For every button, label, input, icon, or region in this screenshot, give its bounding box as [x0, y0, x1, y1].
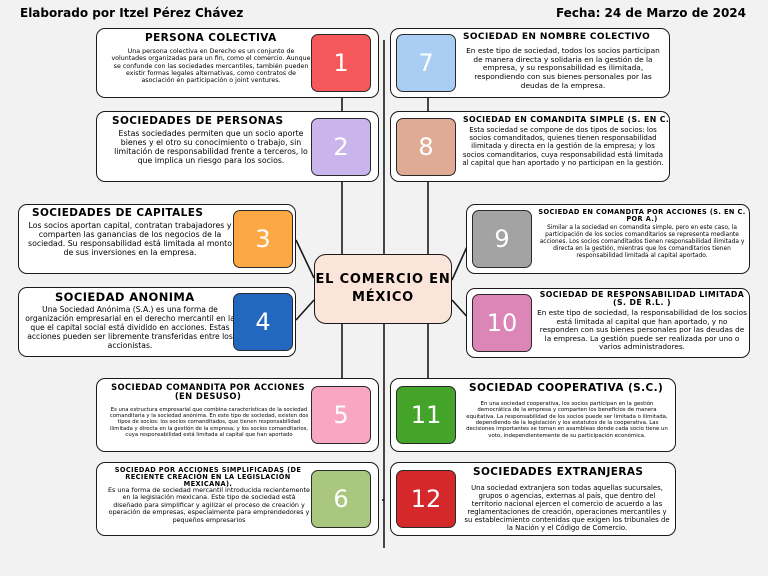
number-badge: 12 — [396, 470, 456, 528]
card-text: Una persona colectiva en Derecho es un c… — [111, 48, 311, 85]
author-label: Elaborado por Itzel Pérez Chávez — [20, 6, 244, 20]
card-text: En una sociedad cooperativa, los socios … — [466, 401, 668, 439]
number-badge: 10 — [472, 294, 532, 352]
number-badge: 4 — [233, 293, 293, 351]
card-title: PERSONA COLECTIVA — [145, 32, 277, 44]
card-text: Es una estructura empresarial que combin… — [109, 407, 309, 438]
card-text: Estas sociedades permiten que un socio a… — [114, 129, 308, 166]
card-title: SOCIEDAD EN NOMBRE COLECTIVO — [463, 32, 651, 42]
card-title: SOCIEDAD DE RESPONSABILIDAD LIMITADA (S.… — [539, 290, 745, 308]
card-text: En este tipo de sociedad, la responsabil… — [537, 308, 747, 352]
date-label: Fecha: 24 de Marzo de 2024 — [555, 6, 746, 20]
card-title: SOCIEDAD ANONIMA — [55, 290, 195, 304]
card-text: Es una forma de sociedad mercantil intro… — [108, 486, 310, 524]
card-sociedades-extranjeras: 12 SOCIEDADES EXTRANJERAS Una sociedad e… — [390, 462, 676, 536]
card-title: SOCIEDAD COMANDITA POR ACCIONES (EN DESU… — [111, 382, 305, 401]
card-sociedad-comandita-por-acciones-sc: 9 SOCIEDAD EN COMANDITA POR ACCIONES (S.… — [466, 204, 750, 274]
card-title: SOCIEDAD POR ACCIONES SIMPLIFICADAS (DE … — [114, 466, 302, 488]
number-badge: 2 — [311, 118, 371, 176]
center-topic: EL COMERCIO EN MÉXICO — [314, 254, 452, 324]
card-sociedad-acciones-simplificadas: SOCIEDAD POR ACCIONES SIMPLIFICADAS (DE … — [96, 462, 379, 536]
card-sociedad-responsabilidad-limitada: 10 SOCIEDAD DE RESPONSABILIDAD LIMITADA … — [466, 288, 750, 358]
card-sociedad-comandita-simple: 8 SOCIEDAD EN COMANDITA SIMPLE (S. EN C.… — [390, 111, 670, 182]
number-badge: 1 — [311, 34, 371, 92]
card-text: Una sociedad extranjera son todas aquell… — [464, 484, 670, 533]
number-badge: 8 — [396, 118, 456, 176]
number-badge: 7 — [396, 34, 456, 92]
card-sociedad-cooperativa: 11 SOCIEDAD COOPERATIVA (S.C.) En una so… — [390, 378, 676, 452]
center-title: EL COMERCIO EN MÉXICO — [315, 272, 451, 305]
card-title: SOCIEDAD EN COMANDITA SIMPLE (S. EN C.) — [463, 115, 670, 124]
card-sociedad-comandita-por-acciones: SOCIEDAD COMANDITA POR ACCIONES (EN DESU… — [96, 378, 379, 452]
card-sociedad-anonima: SOCIEDAD ANONIMA Una Sociedad Anónima (S… — [18, 287, 296, 357]
card-title: SOCIEDADES DE CAPITALES — [32, 207, 204, 219]
number-badge: 9 — [472, 210, 532, 268]
number-badge: 3 — [233, 210, 293, 268]
number-badge: 6 — [311, 470, 371, 528]
card-title: SOCIEDADES DE PERSONAS — [112, 115, 284, 127]
card-sociedad-nombre-colectivo: 7 SOCIEDAD EN NOMBRE COLECTIVO En este t… — [390, 28, 670, 98]
card-sociedades-de-personas: SOCIEDADES DE PERSONAS Estas sociedades … — [96, 111, 379, 182]
card-title: SOCIEDADES EXTRANJERAS — [473, 466, 644, 478]
number-badge: 11 — [396, 386, 456, 444]
card-title: SOCIEDAD COOPERATIVA (S.C.) — [469, 382, 664, 394]
card-text: Una Sociedad Anónima (S.A.) es una forma… — [25, 305, 235, 350]
card-text: Los socios aportan capital, contratan tr… — [28, 221, 232, 258]
card-text: Esta sociedad se compone de dos tipos de… — [462, 126, 664, 167]
card-text: Similar a la sociedad en comandita simpl… — [539, 225, 745, 259]
card-text: En este tipo de sociedad, todos los soci… — [466, 46, 660, 90]
card-sociedades-de-capitales: SOCIEDADES DE CAPITALES Los socios aport… — [18, 204, 296, 274]
card-title: SOCIEDAD EN COMANDITA POR ACCIONES (S. E… — [538, 208, 746, 223]
number-badge: 5 — [311, 386, 371, 444]
card-persona-colectiva: PERSONA COLECTIVA Una persona colectiva … — [96, 28, 379, 98]
